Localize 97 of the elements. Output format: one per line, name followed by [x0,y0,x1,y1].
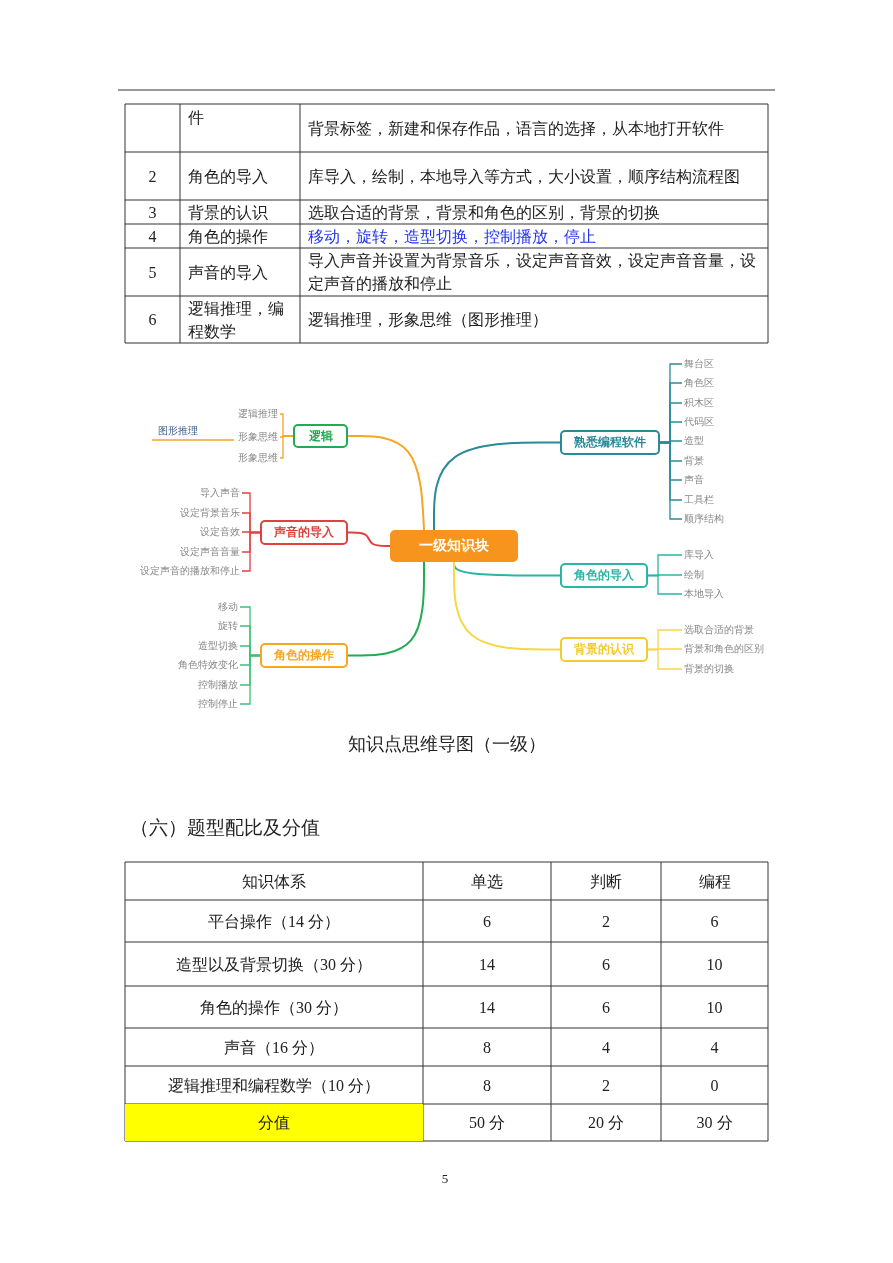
branch-topic-box: 熟悉编程软件 [560,430,660,455]
branch-topic-box: 声音的导入 [260,520,348,545]
table-entry: 角色的操作 [187,226,269,247]
central-topic-box: 一级知识块 [390,530,518,562]
subtopic-text: 角色特效变化 [178,659,238,671]
subtopic-text: 形象思维 [238,452,278,464]
branch-topic-box: 角色的操作 [260,643,348,668]
table-entry: 逻辑推理，编程数学 [187,298,285,342]
subtopic-text: 背景和角色的区别 [684,643,764,655]
figure-caption: 知识点思维导图（一级） [346,732,547,756]
table-entry: 导入声音并设置为背景音乐，设定声音音效，设定声音音量，设定声音的播放和停止 [307,251,757,294]
subtopic-text: 本地导入 [684,588,724,600]
subtopic-text: 代码区 [684,416,714,428]
table-entry: 4 [709,1037,720,1058]
branch-line [347,561,425,657]
branch-topic-box: 背景的认识 [560,637,648,662]
table-entry: 造型以及背景切换（30 分） [175,954,373,975]
subtopic-text: 角色区 [684,377,714,389]
subtopic-text: 图形推理 [158,425,198,437]
table-entry: 0 [709,1075,720,1096]
table-entry: 逻辑推理，形象思维（图形推理） [307,310,549,330]
table-entry: 4 [147,226,158,247]
subtopic-text: 造型切换 [198,640,238,652]
table-entry: 6 [709,911,720,932]
table-entry: 6 [601,954,611,975]
table-entry: 6 [482,911,492,932]
table-entry: 角色的导入 [187,166,269,187]
table-entry: 10 [705,997,724,1018]
table-entry: 平台操作（14 分） [207,911,341,932]
subtopic-text: 造型 [684,435,704,447]
subtopic-text: 顺序结构 [684,513,724,525]
subtopic-text: 设定音效 [200,526,240,538]
subtopic-text: 声音 [684,474,704,486]
branch-topic-box: 逻辑 [293,424,348,448]
table-entry: 库导入，绘制，本地导入等方式，大小设置，顺序结构流程图 [307,166,741,187]
table-entry: 背景的认识 [187,202,269,223]
table-entry: 6 [601,997,611,1018]
table-entry: 声音（16 分） [223,1037,325,1058]
table-entry: 2 [147,166,158,187]
subtopic-text: 控制播放 [198,679,238,691]
subtopic-text: 设定声音的播放和停止 [140,565,240,577]
table-entry: 移动，旋转，造型切换，控制播放，停止 [307,226,597,247]
branch-topic-box: 角色的导入 [560,563,648,588]
table-entry: 知识体系 [241,871,307,892]
subtopic-text: 导入声音 [200,487,240,499]
subtopic-text: 旋转 [218,620,238,632]
table-entry: 3 [147,202,158,223]
table-entry: 角色的操作（30 分） [199,997,349,1018]
table-entry: 2 [601,1075,611,1096]
subtopic-text: 设定背景音乐 [180,507,240,519]
subtopic-text: 背景 [684,455,704,467]
table-entry: 判断 [589,871,623,892]
table-entry: 背景标签，新建和保存作品，语言的选择，从本地打开软件 [307,118,725,139]
table-entry: 件 [187,108,205,128]
table-entry: 4 [601,1037,611,1058]
connector-line [647,648,683,670]
subtopic-text: 工具栏 [684,494,714,506]
subtopic-text: 背景的切换 [684,663,734,675]
table-entry: 6 [147,310,158,330]
branch-line [347,531,391,547]
subtopic-text: 积木区 [684,397,714,409]
subtopic-text: 设定声音音量 [180,546,240,558]
subtopic-text: 舞台区 [684,358,714,370]
table-entry: 8 [482,1075,492,1096]
table-entry: 14 [478,997,496,1018]
connector-line [151,439,235,441]
table-entry: 逻辑推理和编程数学（10 分） [167,1075,381,1096]
table-entry: 14 [478,954,496,975]
table-entry: 10 [705,954,724,975]
subtopic-text: 移动 [218,601,238,613]
table-entry: 5 [147,262,158,283]
connector-line [279,435,294,459]
subtopic-text: 逻辑推理 [238,408,278,420]
highlighted-table-entry: 分值 [125,1104,423,1141]
table-entry: 编程 [697,871,732,892]
subtopic-text: 绘制 [684,569,704,581]
connector-line [659,441,683,520]
section-heading: （六）题型配比及分值 [129,815,321,840]
branch-line [433,441,561,531]
page-number: 5 [440,1169,450,1188]
table-entry: 2 [601,911,611,932]
table-entry: 20 分 [587,1113,625,1133]
connector-line [239,654,261,705]
subtopic-text: 库导入 [684,549,714,561]
subtopic-text: 选取合适的背景 [684,624,754,636]
table-entry: 30 分 [695,1113,734,1133]
subtopic-text: 形象思维 [238,431,278,443]
table-entry: 声音的导入 [187,262,269,283]
subtopic-text: 控制停止 [198,698,238,710]
table-entry: 单选 [470,871,504,892]
table-entry: 选取合适的背景，背景和角色的区别，背景的切换 [307,202,661,223]
branch-line [347,435,425,531]
branch-line [453,561,561,651]
connector-line [241,531,261,572]
connector-line [647,574,683,595]
table-entry: 50 分 [468,1113,506,1133]
table-entry: 8 [482,1037,492,1058]
